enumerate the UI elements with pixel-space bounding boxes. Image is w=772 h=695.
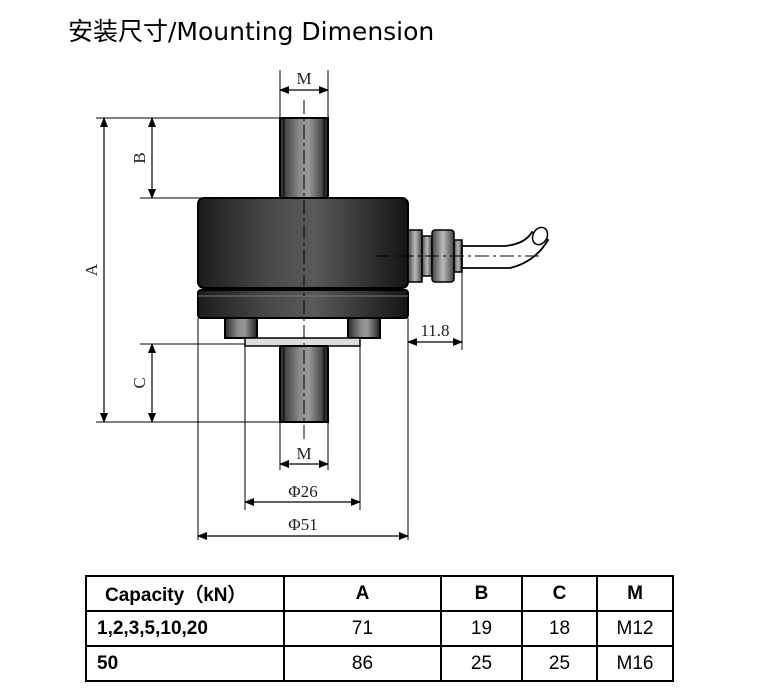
cell-m: M12 bbox=[596, 610, 674, 647]
label-d51: Φ51 bbox=[288, 515, 317, 534]
header-m: M bbox=[596, 575, 674, 612]
bottom-flange bbox=[244, 337, 361, 347]
label-c: C bbox=[130, 377, 149, 388]
page-title: 安装尺寸/Mounting Dimension bbox=[68, 17, 435, 46]
foot-left bbox=[224, 317, 258, 339]
sensor-base-ring bbox=[197, 289, 409, 319]
header-capacity: Capacity（kN） bbox=[85, 575, 285, 612]
table-row: 1,2,3,5,10,20 71 19 18 M12 bbox=[85, 610, 674, 647]
cell-a: 86 bbox=[283, 645, 442, 682]
label-offset: 11.8 bbox=[420, 321, 449, 340]
cell-c: 18 bbox=[521, 610, 598, 647]
label-b: B bbox=[130, 152, 149, 163]
dimension-table: Capacity（kN） A B C M 1,2,3,5,10,20 71 19… bbox=[85, 575, 674, 682]
label-d26: Φ26 bbox=[288, 482, 317, 501]
label-a: A bbox=[82, 263, 101, 276]
table-row: 50 86 25 25 M16 bbox=[85, 645, 674, 682]
header-b: B bbox=[440, 575, 523, 612]
mounting-drawing: M A B C 11.8 M Φ26 Φ51 bbox=[82, 69, 550, 540]
cell-b: 19 bbox=[440, 610, 523, 647]
label-m-bottom: M bbox=[296, 444, 311, 463]
table-header-row: Capacity（kN） A B C M bbox=[85, 575, 674, 612]
label-m-top: M bbox=[296, 69, 311, 88]
cell-m: M16 bbox=[596, 645, 674, 682]
foot-right bbox=[347, 317, 381, 339]
sensor-body bbox=[197, 197, 409, 289]
header-a: A bbox=[283, 575, 442, 612]
cell-b: 25 bbox=[440, 645, 523, 682]
cell-capacity: 1,2,3,5,10,20 bbox=[85, 610, 285, 647]
cell-c: 25 bbox=[521, 645, 598, 682]
cable bbox=[461, 230, 550, 269]
header-c: C bbox=[521, 575, 598, 612]
cell-capacity: 50 bbox=[85, 645, 285, 682]
cell-a: 71 bbox=[283, 610, 442, 647]
